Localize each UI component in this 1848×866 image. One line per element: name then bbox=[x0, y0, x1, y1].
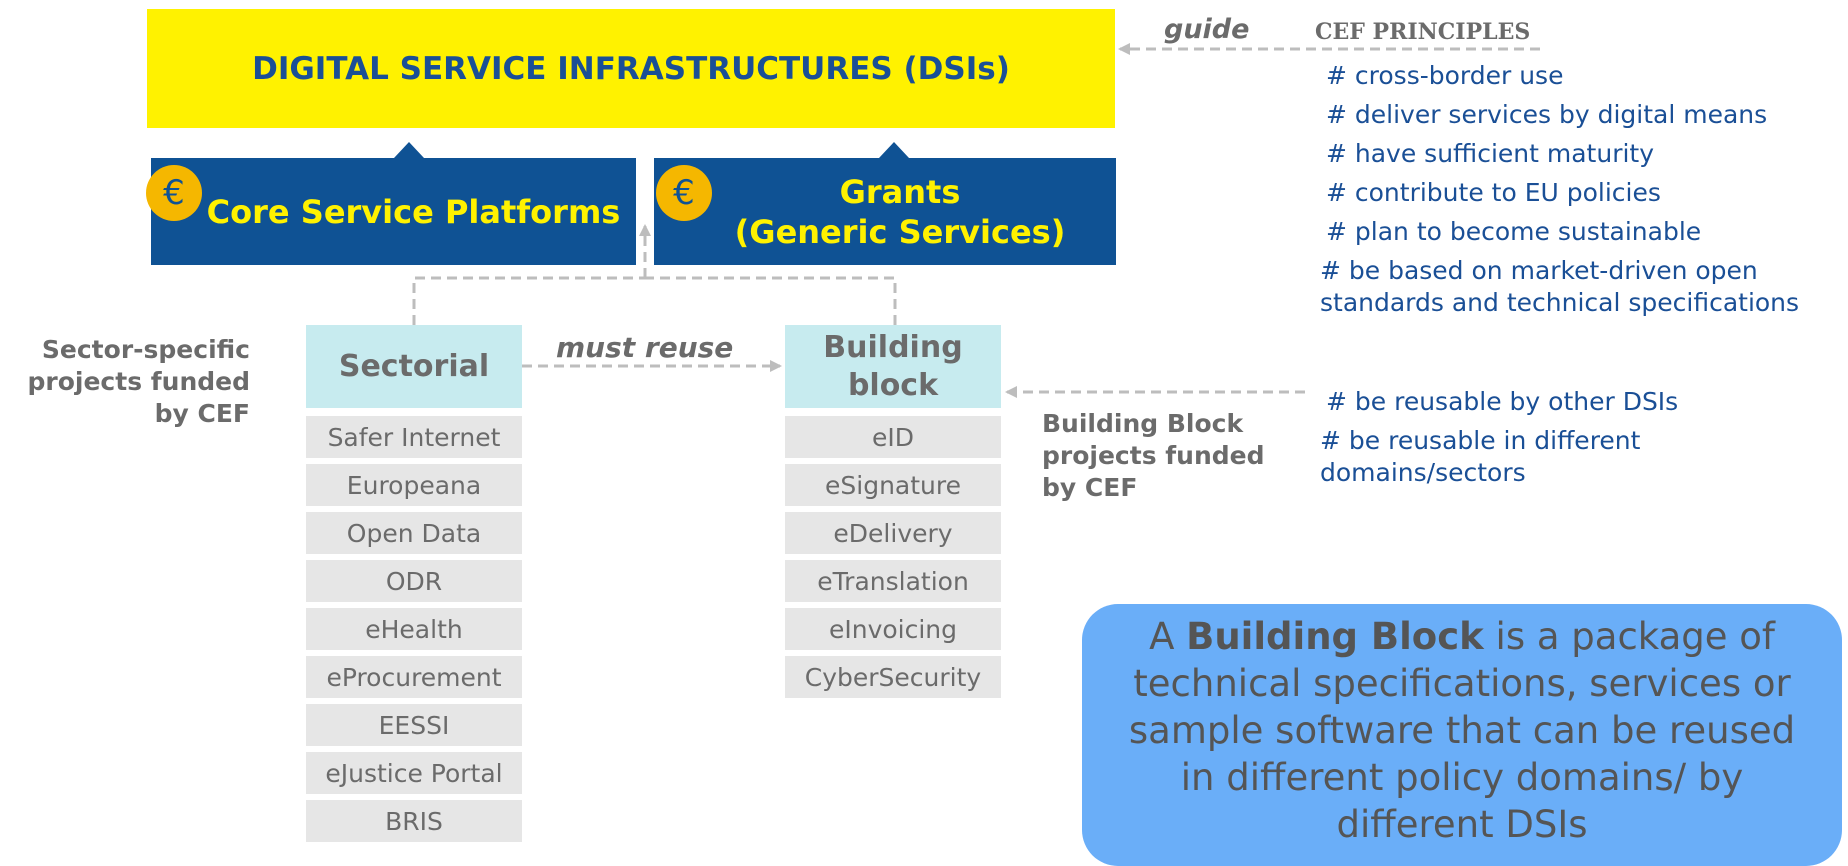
principle-item: # have sufficient maturity bbox=[1326, 139, 1655, 168]
sectorial-item: ODR bbox=[306, 560, 522, 602]
sectorial-item: eProcurement bbox=[306, 656, 522, 698]
sectorial-to-platforms bbox=[412, 276, 645, 325]
must-reuse-label: must reuse bbox=[556, 331, 734, 364]
dsi-banner-label: DIGITAL SERVICE INFRASTRUCTURES (DSIs) bbox=[252, 50, 1010, 87]
building-block-item: CyberSecurity bbox=[785, 656, 1001, 698]
grants-title: Grants bbox=[839, 172, 961, 211]
core-service-platforms-label: Core Service Platforms bbox=[206, 192, 621, 231]
building-block-item: eTranslation bbox=[785, 560, 1001, 602]
grants-subtitle: (Generic Services) bbox=[734, 212, 1066, 251]
sectorial-item: BRIS bbox=[306, 800, 522, 842]
callout-prefix: A bbox=[1149, 614, 1187, 658]
sectorial-item: Europeana bbox=[306, 464, 522, 506]
bb-to-grants bbox=[645, 276, 897, 325]
grants-box: Grants (Generic Services) bbox=[654, 158, 1116, 265]
bb-principle-item: # be reusable in different domains/secto… bbox=[1320, 426, 1641, 487]
sectorial-header-label: Sectorial bbox=[338, 349, 490, 384]
sectorial-item: eHealth bbox=[306, 608, 522, 650]
building-block-header-label: Building block bbox=[823, 329, 963, 403]
sectorial-item: Safer Internet bbox=[306, 416, 522, 458]
building-block-list: eID eSignature eDelivery eTranslation eI… bbox=[785, 416, 1001, 698]
building-block-item: eSignature bbox=[785, 464, 1001, 506]
csp-pointer-triangle bbox=[394, 142, 424, 158]
principle-item: # be based on market-driven open standar… bbox=[1320, 256, 1800, 317]
callout-text: is a package of technical specifications… bbox=[1128, 614, 1796, 846]
grants-pointer-triangle bbox=[879, 142, 909, 158]
dsi-banner: DIGITAL SERVICE INFRASTRUCTURES (DSIs) bbox=[147, 9, 1115, 128]
guide-label: guide bbox=[1164, 14, 1250, 45]
sectorial-list: Safer Internet Europeana Open Data ODR e… bbox=[306, 416, 522, 842]
cef-principles-list: # cross-border use # deliver services by… bbox=[1320, 60, 1830, 319]
principle-item: # deliver services by digital means bbox=[1326, 100, 1768, 129]
sector-specific-label: Sector-specific projects funded by CEF bbox=[27, 335, 251, 428]
euro-coin-icon: € bbox=[656, 165, 712, 221]
cef-principles-title: CEF PRINCIPLES bbox=[1315, 19, 1531, 45]
building-block-item: eDelivery bbox=[785, 512, 1001, 554]
building-block-item: eInvoicing bbox=[785, 608, 1001, 650]
building-block-header: Building block bbox=[785, 325, 1001, 408]
sectorial-item: eJustice Portal bbox=[306, 752, 522, 794]
sectorial-item: EESSI bbox=[306, 704, 522, 746]
sectorial-item: Open Data bbox=[306, 512, 522, 554]
principle-item: # contribute to EU policies bbox=[1326, 178, 1661, 207]
principle-item: # plan to become sustainable bbox=[1326, 217, 1702, 246]
building-block-item: eID bbox=[785, 416, 1001, 458]
sectorial-header: Sectorial bbox=[306, 325, 522, 408]
callout-bold-term: Building Block bbox=[1186, 614, 1484, 658]
bb-principles-list: # be reusable by other DSIs # be reusabl… bbox=[1320, 386, 1780, 489]
core-service-platforms-box: Core Service Platforms bbox=[151, 158, 636, 265]
euro-coin-icon: € bbox=[146, 165, 202, 221]
bb-principle-item: # be reusable by other DSIs bbox=[1326, 387, 1679, 416]
building-block-definition-callout: A Building Block is a package of technic… bbox=[1082, 604, 1842, 866]
principle-item: # cross-border use bbox=[1326, 61, 1564, 90]
bb-projects-label: Building Block projects funded by CEF bbox=[1042, 409, 1265, 502]
